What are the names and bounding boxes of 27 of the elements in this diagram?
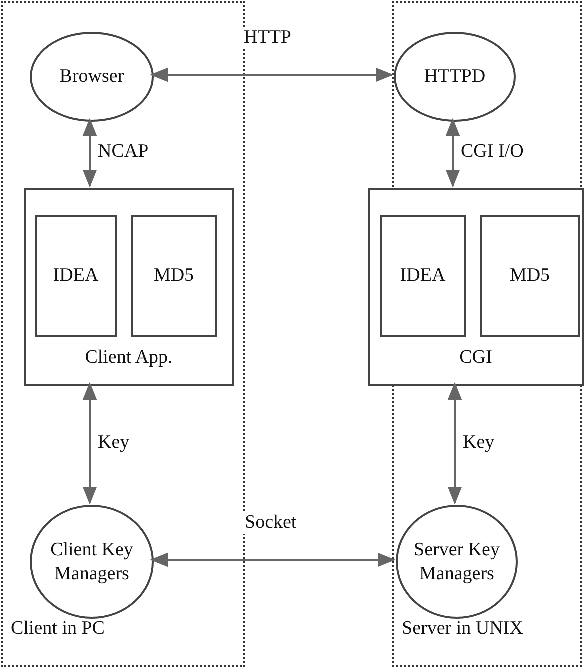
edge-label: Socket xyxy=(243,512,299,534)
node-label: MD5 xyxy=(152,264,196,288)
edge-label: HTTP xyxy=(242,27,294,49)
connector-arrow xyxy=(448,382,462,505)
component-box xyxy=(24,188,234,386)
node-label: Browser xyxy=(58,65,126,89)
region-panel xyxy=(1,1,245,667)
node-label: MD5 xyxy=(508,264,552,288)
node-label: Server Key Managers xyxy=(413,538,501,586)
connector-arrow xyxy=(446,118,460,188)
module-box xyxy=(380,215,466,337)
component-box xyxy=(368,188,584,386)
module-box xyxy=(35,215,117,337)
node-label: Client Key Managers xyxy=(50,538,134,586)
module-box xyxy=(480,215,580,337)
connector-arrow xyxy=(150,552,396,568)
region-label: Client in PC xyxy=(11,617,105,641)
region-label: Server in UNIX xyxy=(402,617,524,641)
connector-arrow xyxy=(150,68,394,82)
node-label: IDEA xyxy=(399,264,447,288)
node-label: Client App. xyxy=(84,346,174,370)
module-box xyxy=(131,215,217,337)
node-label: HTTPD xyxy=(423,65,487,89)
node-label: CGI xyxy=(458,346,494,370)
connector-arrow xyxy=(82,118,98,188)
connector-arrow xyxy=(82,382,98,505)
node-label: IDEA xyxy=(52,264,100,288)
